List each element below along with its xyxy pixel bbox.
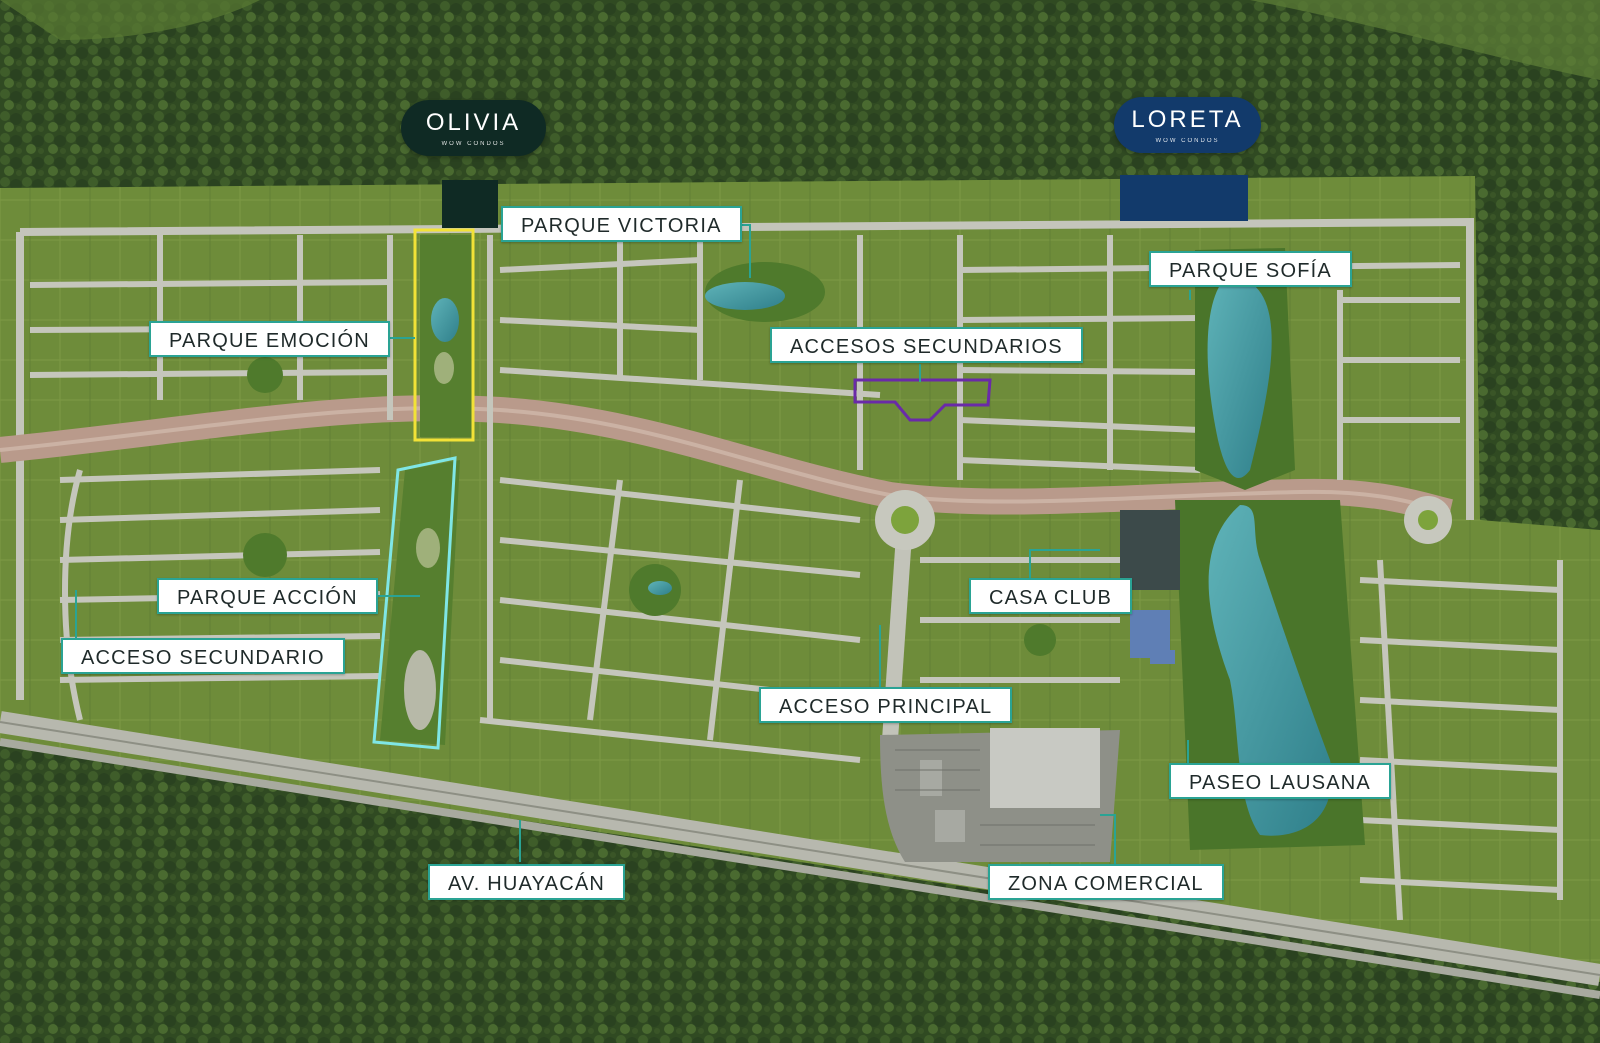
label-parque-accion[interactable]: PARQUE ACCIÓN xyxy=(157,578,378,614)
accesos-highlight-outline xyxy=(853,378,992,422)
zona-comercial-area xyxy=(880,728,1120,862)
clearing-top xyxy=(0,0,260,40)
loreta-brand-badge[interactable]: LORETA WOW CONDOS xyxy=(1114,97,1261,153)
olivia-subtitle: WOW CONDOS xyxy=(441,141,506,147)
casa-club-building xyxy=(1024,510,1180,664)
park-sofia xyxy=(1195,248,1295,490)
park-emocion xyxy=(247,235,472,437)
label-casa-club[interactable]: CASA CLUB xyxy=(969,578,1133,614)
loreta-subtitle: WOW CONDOS xyxy=(1155,138,1220,144)
park-victoria xyxy=(705,262,825,322)
loreta-name: LORETA xyxy=(1131,106,1244,133)
loreta-tower-site xyxy=(1120,175,1248,221)
label-acceso-principal[interactable]: ACCESO PRINCIPAL xyxy=(759,687,1013,723)
label-acceso-secundario[interactable]: ACCESO SECUNDARIO xyxy=(61,638,345,674)
olivia-highlight-outline xyxy=(413,228,475,442)
olivia-tower-site xyxy=(442,180,498,228)
park-accion xyxy=(243,460,681,745)
accion-highlight-outline xyxy=(372,456,457,750)
label-zona-comercial[interactable]: ZONA COMERCIAL xyxy=(988,864,1224,900)
label-accesos-secundarios[interactable]: ACCESOS SECUNDARIOS xyxy=(770,327,1083,363)
olivia-name: OLIVIA xyxy=(425,109,522,136)
clearing-top-right xyxy=(1250,0,1600,80)
label-parque-sofia[interactable]: PARQUE SOFÍA xyxy=(1149,251,1352,287)
olivia-brand-badge[interactable]: OLIVIA WOW CONDOS xyxy=(401,100,546,156)
label-parque-victoria[interactable]: PARQUE VICTORIA xyxy=(501,206,742,242)
label-paseo-lausana[interactable]: PASEO LAUSANA xyxy=(1169,763,1391,799)
label-parque-emocion[interactable]: PARQUE EMOCIÓN xyxy=(149,321,390,357)
label-av-huayacan[interactable]: AV. HUAYACÁN xyxy=(428,864,626,900)
paseo-lausana xyxy=(1175,500,1365,850)
